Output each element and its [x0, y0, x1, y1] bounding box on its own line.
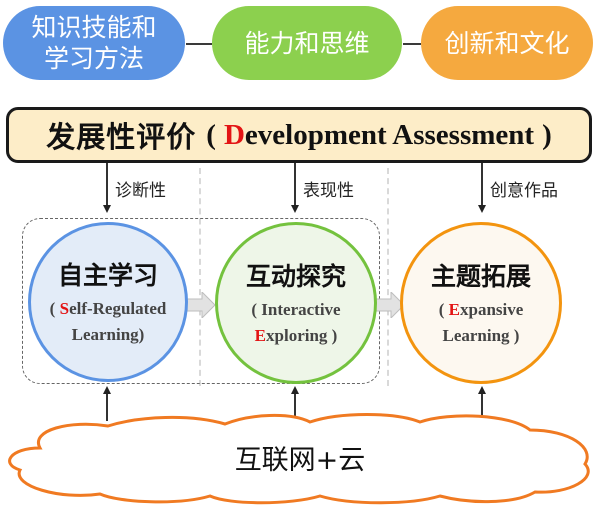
label-performance: 表现性 [303, 181, 354, 201]
arrow-down-diagnostic-icon [103, 205, 111, 213]
stage-expansive-learning: 主题拓展 ( Expansive Learning ) [400, 222, 562, 384]
stage-3-title: 主题拓展 [430, 262, 531, 291]
arrow-up-3-icon [478, 386, 486, 394]
assessment-close-paren: ) [542, 118, 552, 151]
label-creative-works: 创意作品 [490, 181, 558, 201]
stage-3-en-line1: xpansive [459, 300, 524, 319]
arrow-up-1-line [106, 393, 108, 421]
pill-ability-thinking: 能力和思维 [212, 6, 402, 80]
pill-ability-thinking-label: 能力和思维 [244, 28, 370, 58]
assessment-title-en: evelopment Assessment [244, 118, 535, 151]
stage-interactive-exploring: 互动探究 ( Interactive Exploring ) [215, 222, 377, 384]
stage-3-subtitle-line1: ( Expansive [439, 297, 524, 323]
pill-knowledge-skills-line2: 学习方法 [43, 44, 144, 73]
arrow-up-3-line [481, 393, 483, 420]
stage-1-paren: ( [49, 299, 60, 318]
pill-innovation-culture-label: 创新和文化 [444, 28, 570, 58]
assessment-title-en-initial: D [223, 118, 245, 151]
stage-1-initial: S [59, 299, 70, 318]
assessment-title-cn: 发展性评价 [46, 120, 197, 154]
pill-innovation-culture: 创新和文化 [421, 6, 593, 80]
flow-arrow-1-icon [186, 292, 216, 318]
cloud-icon [8, 413, 590, 505]
column-separator-2 [387, 168, 389, 386]
stage-2-title: 互动探究 [245, 262, 346, 291]
stage-1-en-line1: elf-Regulated [69, 299, 167, 318]
column-separator-1 [199, 168, 201, 386]
stage-2-en-line2: xploring ) [266, 326, 338, 345]
stage-3-subtitle-line2: Learning ) [442, 326, 520, 345]
arrow-down-creative-icon [478, 205, 486, 213]
label-diagnostic: 诊断性 [115, 181, 166, 201]
arrow-down-creative-line [481, 163, 483, 205]
stage-1-subtitle-line2: Learning) [71, 325, 145, 344]
flow-arrow-2-icon [375, 292, 405, 318]
stage-3-initial: E [448, 300, 460, 319]
pill-knowledge-skills-line1: 知识技能和 [31, 13, 157, 42]
stage-2-initial: E [254, 326, 267, 345]
stage-1-subtitle-line1: ( Self-Regulated [50, 296, 167, 322]
stage-1-title: 自主学习 [57, 261, 158, 290]
arrow-down-diagnostic-line [106, 163, 108, 205]
stage-2-subtitle-line2: Exploring ) [255, 323, 338, 349]
arrow-up-2-line [294, 393, 296, 419]
cloud-label: 互联网+云 [234, 445, 366, 476]
stage-3-paren: ( [438, 300, 449, 319]
stage-self-regulated-learning: 自主学习 ( Self-Regulated Learning) [28, 222, 188, 382]
arrow-down-performance-line [294, 163, 296, 205]
connector-line-1 [186, 43, 212, 45]
assessment-banner: 发展性评价 ( D evelopment Assessment ) [6, 107, 592, 163]
pill-knowledge-skills: 知识技能和 学习方法 [3, 6, 185, 80]
assessment-open-paren: ( [206, 118, 216, 151]
stage-2-subtitle-line1: ( Interactive [251, 300, 341, 319]
connector-line-2 [403, 43, 421, 45]
arrow-down-performance-icon [291, 205, 299, 213]
arrow-up-1-icon [103, 386, 111, 394]
arrow-up-2-icon [291, 386, 299, 394]
